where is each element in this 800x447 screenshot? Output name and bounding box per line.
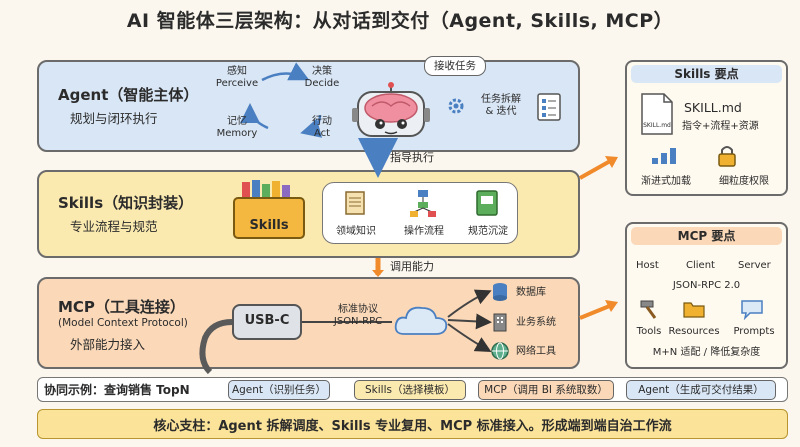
mcp-target-db: 数据库 bbox=[516, 287, 546, 298]
mcp-prim-resources: Resources bbox=[668, 326, 720, 337]
database-icon bbox=[490, 282, 510, 302]
mcp-target-web: 网络工具 bbox=[516, 346, 556, 357]
guide-exec-label: 指导执行 bbox=[390, 151, 434, 164]
skills-feature-permission: 细粒度权限 bbox=[719, 176, 769, 187]
receive-task-bubble: 接收任务 bbox=[424, 56, 486, 76]
globe-icon bbox=[490, 341, 510, 361]
footer-banner bbox=[37, 409, 788, 439]
footer-text: 核心支柱：Agent 拆解调度、Skills 专业复用、MCP 标准接入。形成端… bbox=[153, 419, 672, 434]
skills-panel-title: Skills 要点 bbox=[631, 65, 782, 83]
flowchart-icon bbox=[408, 188, 438, 218]
hammer-icon bbox=[638, 298, 660, 320]
chat-icon bbox=[740, 298, 764, 320]
skills-feature-progressive: 渐进式加载 bbox=[641, 176, 691, 187]
call-capability-label: 调用能力 bbox=[390, 260, 434, 273]
cloud-icon bbox=[392, 302, 450, 338]
agent-title: Agent（智能主体） bbox=[58, 86, 199, 104]
task-split-label: 任务拆解 & 迭代 bbox=[481, 94, 521, 117]
robot-head-icon bbox=[352, 82, 430, 140]
mcp-client: Client bbox=[686, 260, 715, 271]
skills-subtitle: 专业流程与规范 bbox=[70, 219, 158, 234]
example-step-mcp-bi: MCP（调用 BI 系统取数） bbox=[478, 380, 614, 400]
mcp-server: Server bbox=[738, 260, 771, 271]
page-title: AI 智能体三层架构：从对话到交付（Agent, Skills, MCP） bbox=[126, 10, 674, 32]
skills-item-domain: 领域知识 bbox=[336, 226, 376, 237]
building-icon bbox=[490, 312, 510, 332]
example-step-agent-deliver: Agent（生成可交付结果） bbox=[626, 380, 776, 400]
skills-item-standards: 规范沉淀 bbox=[468, 226, 508, 237]
mcp-prim-tools: Tools bbox=[636, 326, 662, 337]
agent-layer bbox=[37, 60, 580, 152]
scroll-icon bbox=[340, 188, 370, 218]
agent-subtitle: 规划与闭环执行 bbox=[70, 111, 158, 126]
mcp-rpc: JSON-RPC 2.0 bbox=[672, 280, 741, 291]
skills-toolbox-icon bbox=[232, 178, 306, 240]
mcp-panel bbox=[625, 222, 788, 369]
skill-file-name: SKILL.md bbox=[684, 100, 742, 115]
lock-icon bbox=[716, 144, 738, 168]
mcp-host: Host bbox=[636, 260, 659, 271]
example-step-skills-template: Skills（选择模板） bbox=[354, 380, 466, 400]
progressive-load-icon bbox=[650, 146, 678, 166]
skills-title: Skills（知识封装） bbox=[58, 194, 194, 212]
mcp-title: MCP（工具连接） bbox=[58, 298, 185, 316]
mcp-panel-note: M+N 适配 / 降低复杂度 bbox=[652, 347, 761, 358]
mcp-subtitle: 外部能力接入 bbox=[70, 337, 146, 352]
mcp-prim-prompts: Prompts bbox=[733, 326, 775, 337]
mcp-panel-title: MCP 要点 bbox=[631, 227, 782, 245]
usb-c-plug bbox=[232, 304, 302, 340]
usb-c-label: USB-C bbox=[244, 313, 290, 328]
example-label: 协同示例：查询销售 TopN bbox=[44, 383, 190, 397]
file-icon bbox=[638, 92, 676, 136]
rulebook-icon bbox=[472, 188, 502, 218]
checklist-icon bbox=[536, 92, 562, 122]
mcp-subtitle-en: (Model Context Protocol) bbox=[58, 317, 188, 329]
skills-item-process: 操作流程 bbox=[404, 226, 444, 237]
skill-file-desc: 指令+流程+资源 bbox=[682, 121, 759, 132]
mcp-target-biz: 业务系统 bbox=[516, 317, 556, 328]
example-step-agent-identify: Agent（识别任务） bbox=[228, 380, 330, 400]
skills-box-label: Skills bbox=[249, 218, 289, 233]
folder-icon bbox=[682, 298, 706, 320]
gear-icon bbox=[446, 96, 466, 116]
file-icon-text: SKILL.md bbox=[643, 122, 671, 129]
